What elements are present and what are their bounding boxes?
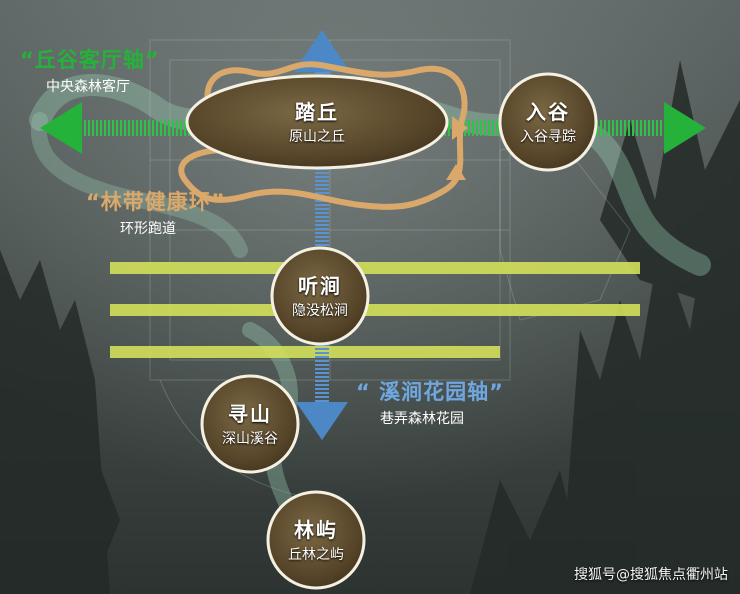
node-rugu-subtitle: 入谷寻踪 (520, 129, 576, 145)
green-band-lower (30, 112, 248, 258)
lindai-loop (178, 61, 468, 210)
node-linyu-title: 林屿 (294, 518, 338, 542)
blue-arrow-down (296, 402, 348, 440)
belt-3 (110, 346, 500, 358)
node-xunshan-subtitle: 深山溪谷 (222, 431, 278, 447)
loop-arrow-up (446, 164, 466, 180)
xijian-axis-title: “ 溪涧花园轴” (356, 380, 504, 404)
loop-arrow-right (452, 116, 468, 140)
qiugu-axis-subtitle: 中央森林客厅 (46, 79, 130, 95)
xijian-axis-subtitle: 巷弄森林花园 (380, 411, 464, 427)
green-arrow-left (40, 102, 82, 154)
node-linyu-subtitle: 丘林之屿 (288, 547, 344, 563)
node-tingjian-title: 听涧 (298, 274, 342, 298)
watermark: 搜狐号@搜狐焦点衢州站 (574, 567, 728, 583)
node-rugu (498, 72, 598, 172)
node-xunshan (200, 374, 300, 474)
node-tingjian-subtitle: 隐没松涧 (292, 303, 348, 319)
node-rugu-title: 入谷 (526, 100, 570, 124)
node-taqiu-title: 踏丘 (295, 100, 339, 124)
node-linyu (266, 490, 366, 590)
green-arrow-right (664, 102, 706, 154)
belt-1 (110, 262, 640, 274)
lindai-axis-subtitle: 环形跑道 (120, 221, 176, 237)
node-taqiu-subtitle: 原山之丘 (289, 129, 345, 145)
node-tingjian (270, 246, 370, 346)
qiugu-axis-title: “丘谷客厅轴” (20, 48, 160, 72)
node-taqiu (185, 74, 449, 170)
belt-2 (110, 304, 640, 316)
forest-silhouette (0, 60, 740, 594)
lindai-axis-title: “林带健康环” (86, 190, 226, 214)
forest-belts (110, 262, 640, 358)
node-xunshan-title: 寻山 (228, 402, 272, 426)
